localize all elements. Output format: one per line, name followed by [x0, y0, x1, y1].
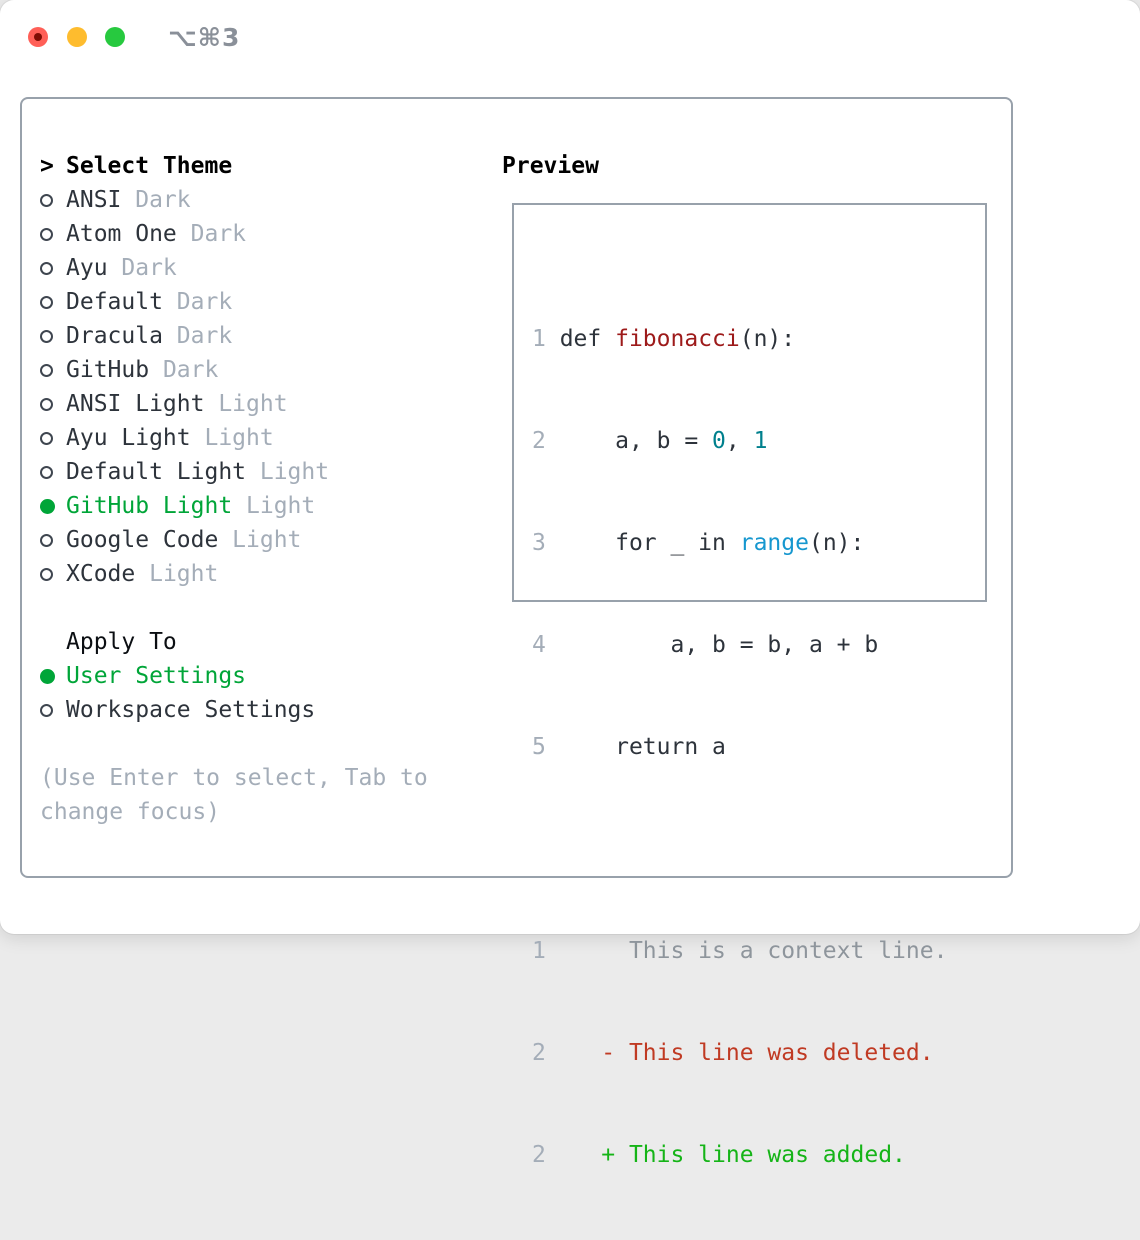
keyboard-hint-line2: change focus): [40, 795, 428, 829]
theme-option-ansi-light[interactable]: ANSI Light Light: [40, 387, 428, 421]
apply-to-title: Apply To: [66, 625, 177, 659]
code-line: 1 def fibonacci(n):: [532, 322, 947, 356]
diff-added-line: 2 + This line was added.: [532, 1138, 947, 1172]
list-title: Select Theme: [66, 149, 232, 183]
radio-icon: [40, 534, 66, 547]
theme-option-github-light[interactable]: GitHub Light Light: [40, 489, 428, 523]
theme-option-default-light[interactable]: Default Light Light: [40, 455, 428, 489]
theme-option-xcode[interactable]: XCode Light: [40, 557, 428, 591]
theme-option-atom-one-dark[interactable]: Atom One Dark: [40, 217, 428, 251]
minimize-button[interactable]: [67, 27, 87, 47]
app-window: ⌥⌘3 > Select Theme ANSI Dark Atom One Da…: [0, 0, 1140, 934]
spacer: [40, 727, 428, 761]
close-button[interactable]: [28, 27, 48, 47]
apply-to-header: Apply To: [40, 625, 428, 659]
radio-icon: [40, 568, 66, 581]
theme-option-github-dark[interactable]: GitHub Dark: [40, 353, 428, 387]
radio-icon: [40, 704, 66, 717]
code-line: 5 return a: [532, 730, 947, 764]
radio-selected-icon: [40, 669, 66, 684]
code-line: 2 a, b = 0, 1: [532, 424, 947, 458]
unsaved-dot-icon: [34, 33, 42, 41]
radio-icon: [40, 296, 66, 309]
diff-context-line: 1 This is a context line.: [532, 934, 947, 968]
code-preview: 1 def fibonacci(n): 2 a, b = 0, 1 3 for …: [532, 254, 947, 1240]
theme-option-dracula-dark[interactable]: Dracula Dark: [40, 319, 428, 353]
preview-title: Preview: [502, 149, 599, 183]
apply-option-user-settings[interactable]: User Settings: [40, 659, 428, 693]
diff-deleted-line: 2 - This line was deleted.: [532, 1036, 947, 1070]
theme-option-default-dark[interactable]: Default Dark: [40, 285, 428, 319]
radio-selected-icon: [40, 499, 66, 514]
window-title: ⌥⌘3: [168, 0, 240, 74]
code-line-blank: [532, 832, 947, 866]
theme-option-ayu-dark[interactable]: Ayu Dark: [40, 251, 428, 285]
radio-icon: [40, 398, 66, 411]
radio-icon: [40, 330, 66, 343]
theme-picker-panel: > Select Theme ANSI Dark Atom One Dark A…: [20, 97, 1013, 878]
radio-icon: [40, 364, 66, 377]
keyboard-hint-line1: (Use Enter to select, Tab to: [40, 761, 428, 795]
prompt-icon: >: [40, 149, 66, 183]
theme-option-google-code[interactable]: Google Code Light: [40, 523, 428, 557]
theme-list: > Select Theme ANSI Dark Atom One Dark A…: [40, 149, 428, 829]
theme-option-ansi-dark[interactable]: ANSI Dark: [40, 183, 428, 217]
code-line: 4 a, b = b, a + b: [532, 628, 947, 662]
radio-icon: [40, 262, 66, 275]
radio-icon: [40, 228, 66, 241]
radio-icon: [40, 194, 66, 207]
zoom-button[interactable]: [105, 27, 125, 47]
titlebar: ⌥⌘3: [0, 0, 1140, 74]
radio-icon: [40, 466, 66, 479]
radio-icon: [40, 432, 66, 445]
spacer: [40, 591, 428, 625]
theme-option-ayu-light[interactable]: Ayu Light Light: [40, 421, 428, 455]
preview-pane: 1 def fibonacci(n): 2 a, b = 0, 1 3 for …: [512, 203, 987, 602]
select-theme-header: > Select Theme: [40, 149, 428, 183]
apply-option-workspace-settings[interactable]: Workspace Settings: [40, 693, 428, 727]
code-line: 3 for _ in range(n):: [532, 526, 947, 560]
